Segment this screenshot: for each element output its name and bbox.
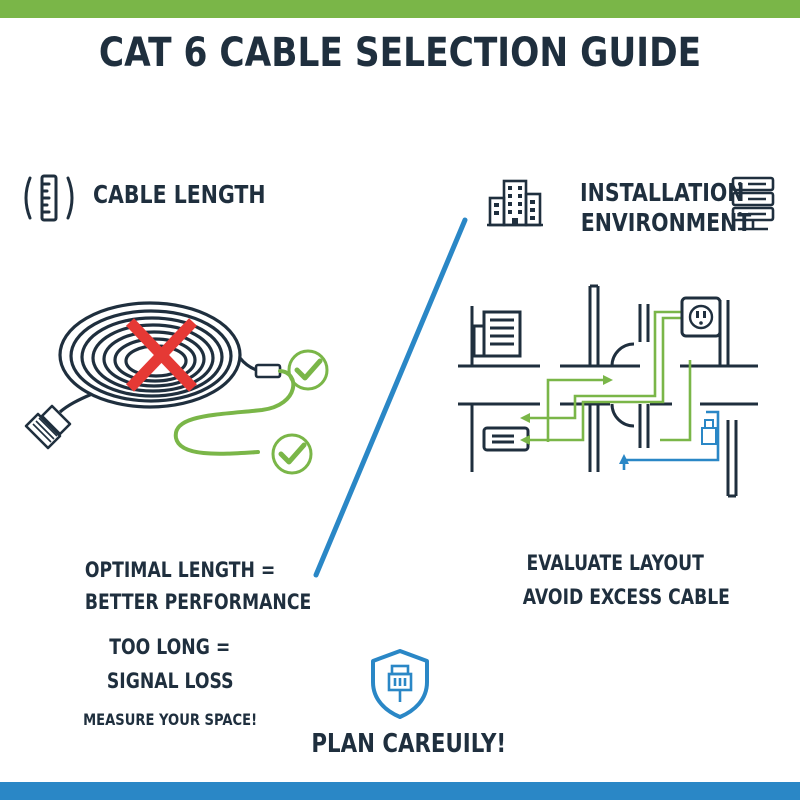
check-icon [287,349,329,391]
shield-plug-icon [371,649,429,719]
measure-space-text: MEASURE YOUR SPACE! [82,710,257,729]
top-accent-bar [0,0,800,18]
plan-carefully-text: PLAN CAREUILY! [311,729,507,759]
installation-environment-heading: INSTALLATION ENVIRONMENT [580,178,752,237]
building-icon [487,179,543,227]
check-icon [271,433,313,475]
page-title: CAT 6 CABLE SELECTION GUIDE [98,30,702,76]
optimal-length-text: OPTIMAL LENGTH = BETTER PERFORMANCE [84,558,312,614]
too-long-text: TOO LONG = SIGNAL LOSS [106,635,234,693]
wall-outlet-icon [680,296,722,338]
ruler-icon [24,174,74,222]
server-icon [731,176,775,231]
evaluate-layout-text: EVALUATE LAYOUT AVOID EXCESS CABLE [522,551,730,609]
bottom-accent-bar [0,782,800,800]
cable-length-heading: CABLE LENGTH [93,180,266,209]
